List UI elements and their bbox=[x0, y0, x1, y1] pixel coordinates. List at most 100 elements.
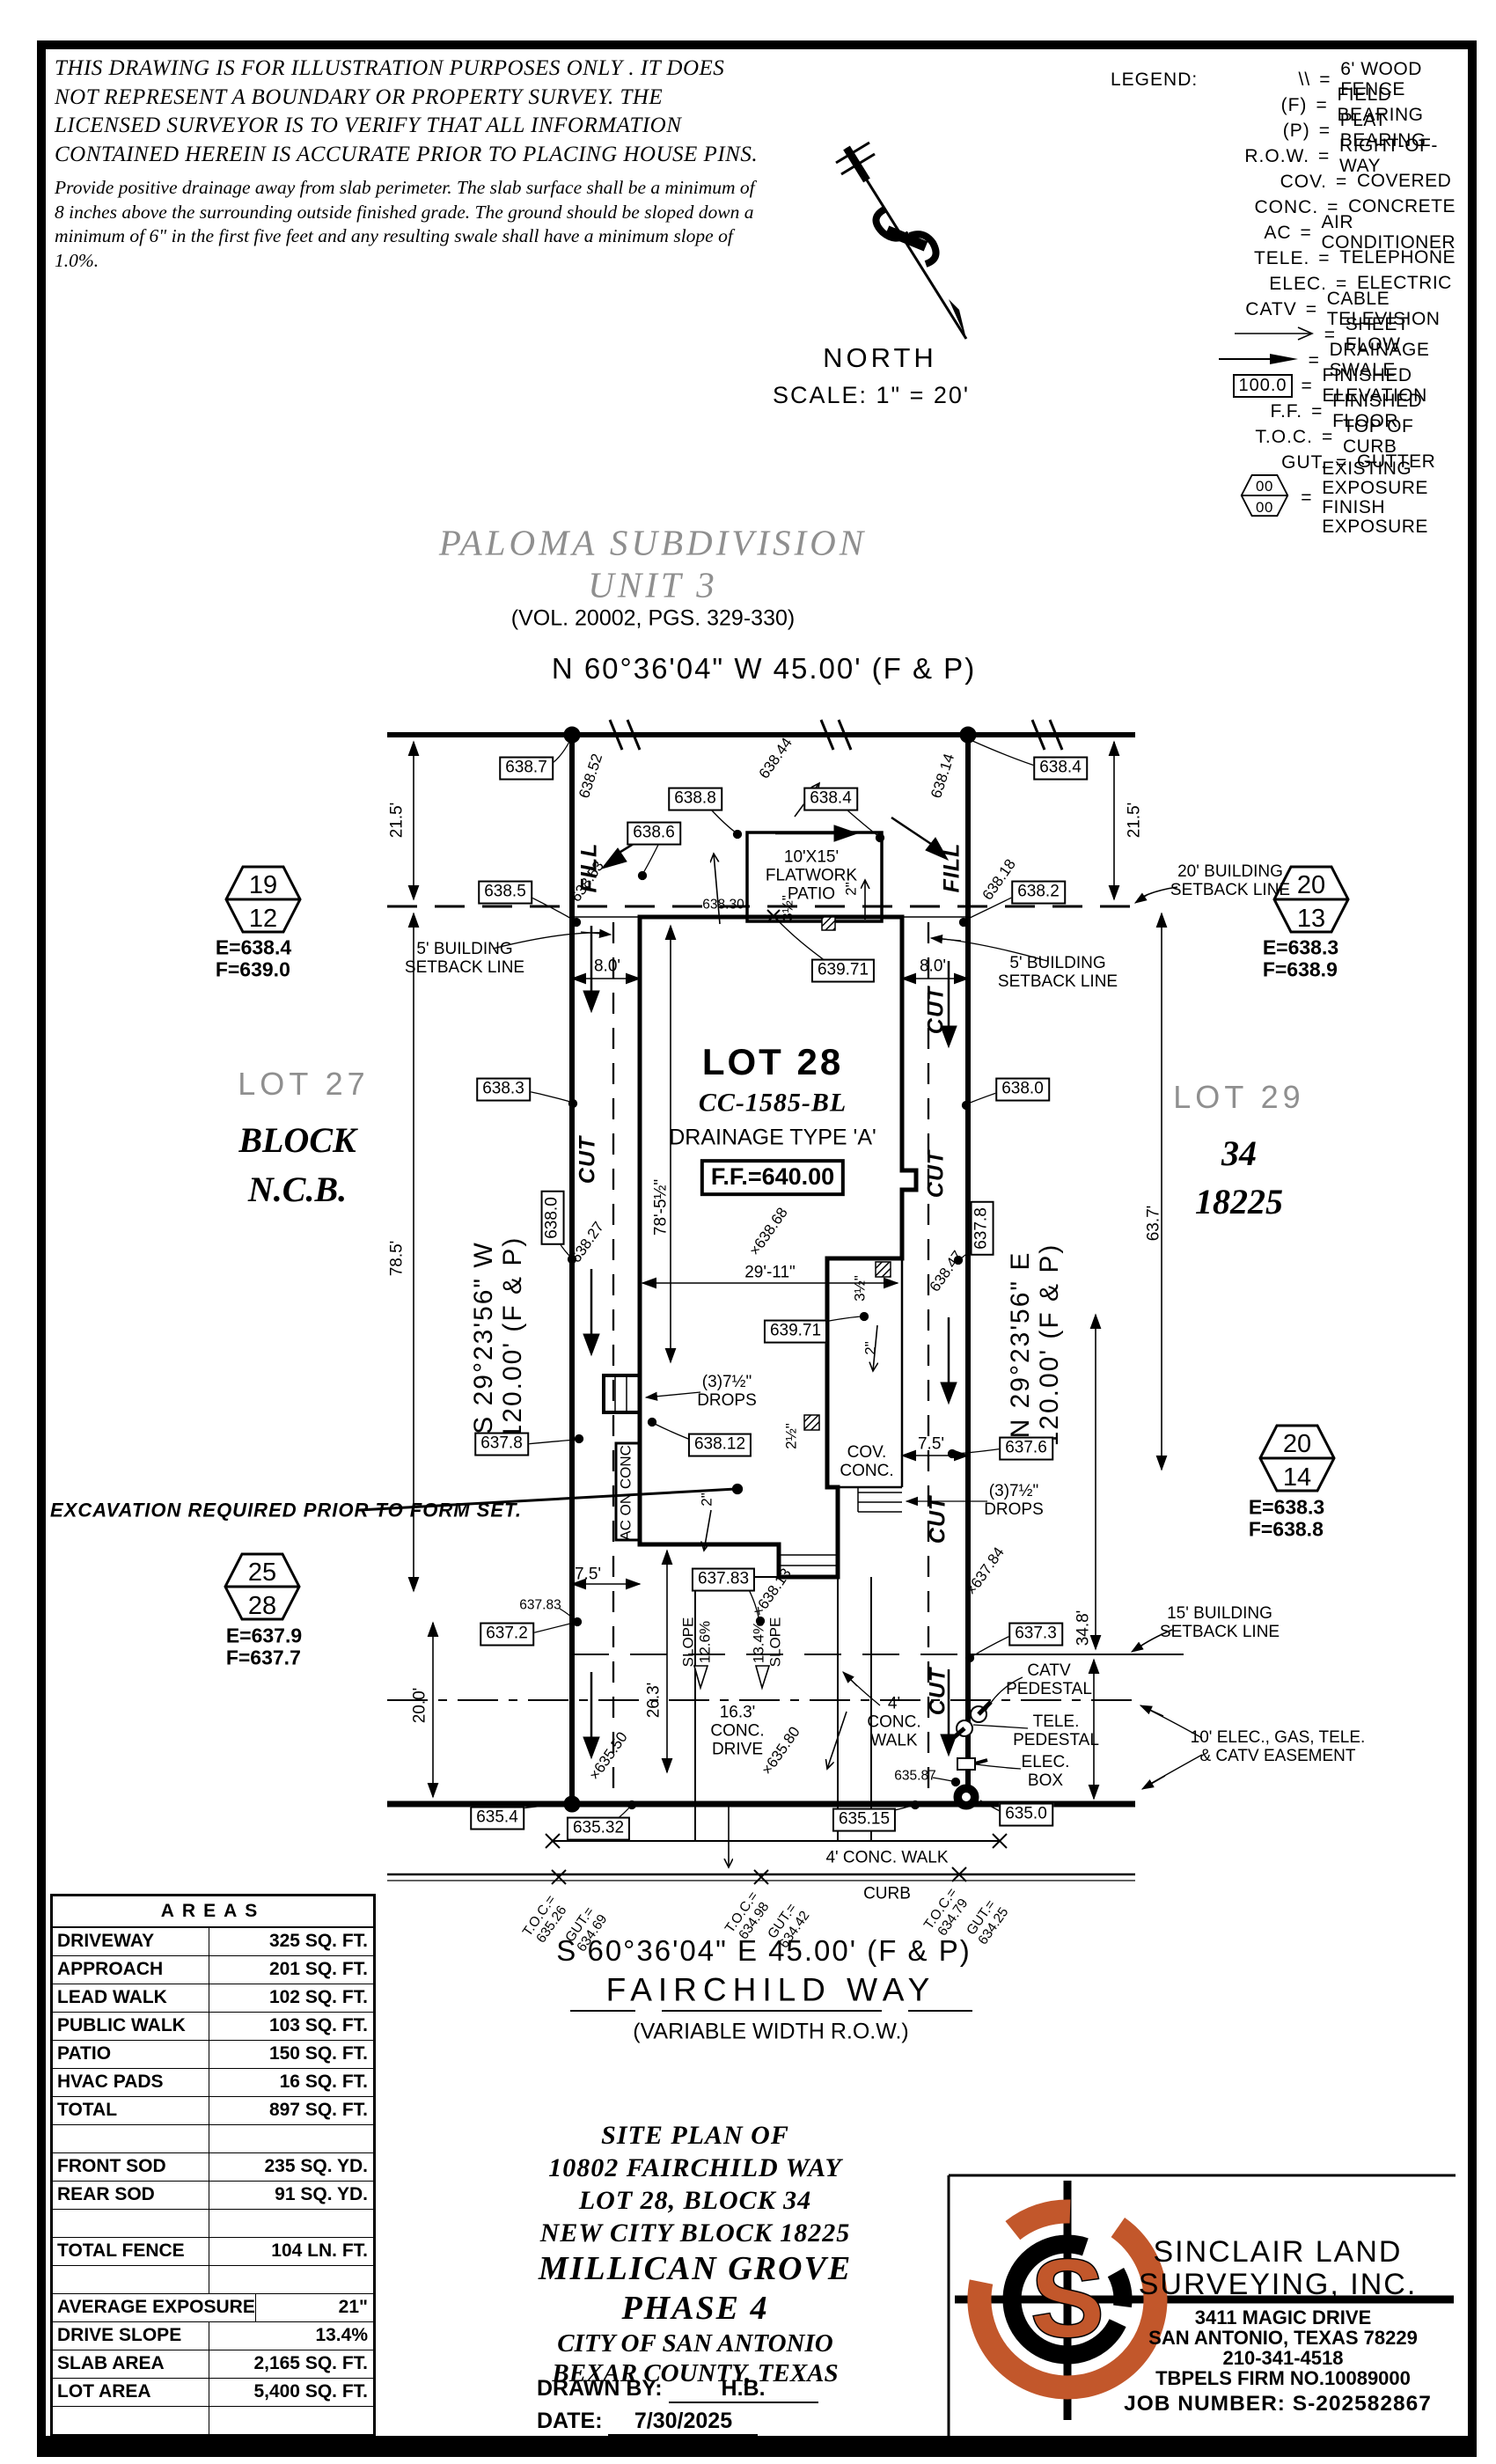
sheet-flow-icon bbox=[1234, 326, 1314, 341]
legend-desc: CONCRETE bbox=[1348, 196, 1456, 217]
areas-row-value: 897 SQ. FT. bbox=[268, 2100, 368, 2120]
catv-pedestal: CATV PEDESTAL bbox=[1006, 1661, 1092, 1698]
legend-symbol: CONC. bbox=[1254, 196, 1319, 217]
plan-label-59: 639.71 bbox=[763, 1319, 828, 1344]
areas-row-value: 102 SQ. FT. bbox=[268, 1987, 368, 2007]
areas-row-label: REAR SOD bbox=[53, 2182, 209, 2209]
plan-label-27: 639.71 bbox=[810, 958, 876, 983]
areas-table-row: LEAD WALK 102 SQ. FT. bbox=[53, 1984, 373, 2013]
title-block-line: 10802 FAIRCHILD WAY bbox=[548, 2153, 842, 2182]
svg-text:14: 14 bbox=[1283, 1463, 1311, 1492]
legend-symbol: COV. bbox=[1280, 171, 1327, 192]
disclaimer-paragraph-2: Provide positive drainage away from slab… bbox=[55, 177, 755, 271]
surveyor-address-line2: SAN ANTONIO, TEXAS 78229 bbox=[1148, 2327, 1418, 2349]
plan-label-81: 637.83 bbox=[519, 1597, 561, 1613]
legend-symbol: \\ bbox=[1298, 69, 1311, 90]
plan-label-46: 638.0 bbox=[995, 1077, 1050, 1102]
plan-label-25: 2" bbox=[842, 882, 860, 896]
plan-label-99: 635.4 bbox=[470, 1806, 524, 1830]
walk-label-1: 4' CONC. WALK bbox=[867, 1694, 921, 1750]
svg-text:00: 00 bbox=[1256, 478, 1273, 495]
plan-label-82: 637.2 bbox=[480, 1622, 534, 1646]
legend-item: F.F.=FINISHED FLOOR bbox=[1111, 392, 1456, 430]
plan-label-9: 638.7 bbox=[499, 756, 554, 781]
areas-row-value: 325 SQ. FT. bbox=[268, 1931, 368, 1951]
plan-label-29: 21.5' bbox=[1125, 802, 1144, 839]
plan-label-87: 26.3' bbox=[644, 1682, 664, 1719]
legend-item: =SHEET FLOW bbox=[1111, 315, 1456, 354]
legend-item: GUT.=GUTTER bbox=[1111, 450, 1456, 475]
areas-row-value: 13.4% bbox=[315, 2325, 368, 2345]
disclaimer-note: THIS DRAWING IS FOR ILLUSTRATION PURPOSE… bbox=[55, 55, 759, 273]
surveyor-logo: S bbox=[947, 2174, 1456, 2443]
legend-desc: FINISHED FLOOR bbox=[1332, 391, 1423, 431]
plan-label-50: 638.0 bbox=[540, 1191, 565, 1245]
legend-symbol: ELEC. bbox=[1269, 273, 1327, 294]
areas-row-label: LEAD WALK bbox=[53, 1984, 209, 2012]
setback-5-left: 5' BUILDING SETBACK LINE bbox=[404, 940, 525, 977]
patio-label: 10'X15' FLATWORK PATIO bbox=[765, 847, 858, 904]
areas-row-value: 201 SQ. FT. bbox=[268, 1959, 368, 1979]
logo-letter: S bbox=[1030, 2238, 1104, 2360]
setback-20: 20' BUILDING SETBACK LINE bbox=[1170, 862, 1291, 899]
title-block-line: CITY OF SAN ANTONIO bbox=[557, 2329, 833, 2358]
areas-row-label bbox=[53, 2125, 209, 2152]
areas-row-value: 16 SQ. FT. bbox=[279, 2072, 368, 2092]
date-label: DATE: bbox=[537, 2409, 603, 2433]
areas-row-label: APPROACH bbox=[53, 1956, 209, 1984]
plan-label-22: 638.2 bbox=[1011, 880, 1066, 905]
plan-label-101: 635.15 bbox=[832, 1808, 897, 1832]
svg-text:28: 28 bbox=[248, 1592, 276, 1620]
areas-row-label bbox=[53, 2266, 209, 2293]
title-block-line: MILLICAN GROVE bbox=[538, 2250, 853, 2287]
areas-table-row bbox=[53, 2266, 373, 2294]
plan-label-10: 638.4 bbox=[1033, 756, 1088, 781]
date-value: 7/30/2025 bbox=[608, 2409, 759, 2436]
legend-desc: FINISHED ELEVATION bbox=[1322, 365, 1427, 406]
legend-desc: CABLE TELEVISION bbox=[1326, 289, 1441, 329]
areas-row-value: 235 SQ. YD. bbox=[264, 2156, 368, 2176]
areas-row-value: 104 LN. FT. bbox=[271, 2240, 368, 2261]
plan-label-17: 638.4 bbox=[803, 787, 858, 811]
plan-label-64: (3)7½" DROPS bbox=[697, 1373, 757, 1410]
legend-item: AC=AIR CONDITIONER bbox=[1111, 213, 1456, 252]
house-outline bbox=[602, 831, 919, 1580]
plan-label-75: 2" bbox=[698, 1492, 715, 1507]
legend-item: =DRAINAGE SWALE bbox=[1111, 341, 1456, 379]
plan-label-88: 20.0' bbox=[410, 1687, 429, 1724]
plan-label-68: 637.6 bbox=[999, 1436, 1053, 1461]
legend-item: ELEC.=ELECTRIC bbox=[1111, 271, 1456, 297]
areas-row-label: TOTAL bbox=[53, 2097, 209, 2124]
legend-item: (P)=PLAT BEARING bbox=[1111, 111, 1456, 150]
plan-label-47: CUT bbox=[575, 1135, 600, 1184]
legend-symbol: T.O.C. bbox=[1255, 426, 1313, 447]
legend-desc: EXISTING EXPOSURE FINISH EXPOSURE bbox=[1322, 458, 1428, 538]
title-block-line: SITE PLAN OF bbox=[601, 2121, 789, 2150]
plan-label-78: 34.8' bbox=[1074, 1610, 1093, 1646]
plan-label-77: 637.3 bbox=[1008, 1622, 1063, 1646]
plan-label-65: 638.12 bbox=[687, 1433, 752, 1457]
lot28-drainage: DRAINAGE TYPE 'A' bbox=[669, 1125, 876, 1150]
lot29-ncb: 18225 bbox=[1195, 1182, 1283, 1221]
bearing-north: N 60°36'04" W 45.00' (F & P) bbox=[551, 651, 977, 685]
subdivision-unit: UNIT 3 bbox=[588, 564, 718, 605]
plan-label-69: COV. CONC. bbox=[840, 1443, 894, 1480]
ef-20-14: E=638.3 F=638.8 bbox=[1248, 1495, 1325, 1541]
legend-item: CONC.=CONCRETE bbox=[1111, 194, 1456, 220]
svg-text:25: 25 bbox=[248, 1558, 276, 1587]
north-label: NORTH bbox=[823, 341, 937, 373]
legend-desc: TELEPHONE bbox=[1339, 247, 1456, 268]
areas-row-value bbox=[209, 2407, 373, 2434]
drainage-swale-arrows bbox=[583, 816, 957, 1760]
lot28-cc: CC-1585-BL bbox=[698, 1088, 847, 1118]
areas-row-label: PUBLIC WALK bbox=[53, 2013, 209, 2040]
excavation-note: EXCAVATION REQUIRED PRIOR TO FORM SET. bbox=[50, 1499, 522, 1522]
surveyor-name-line2: SURVEYING, INC. bbox=[1138, 2268, 1418, 2301]
plan-label-18: 638.6 bbox=[627, 821, 681, 846]
